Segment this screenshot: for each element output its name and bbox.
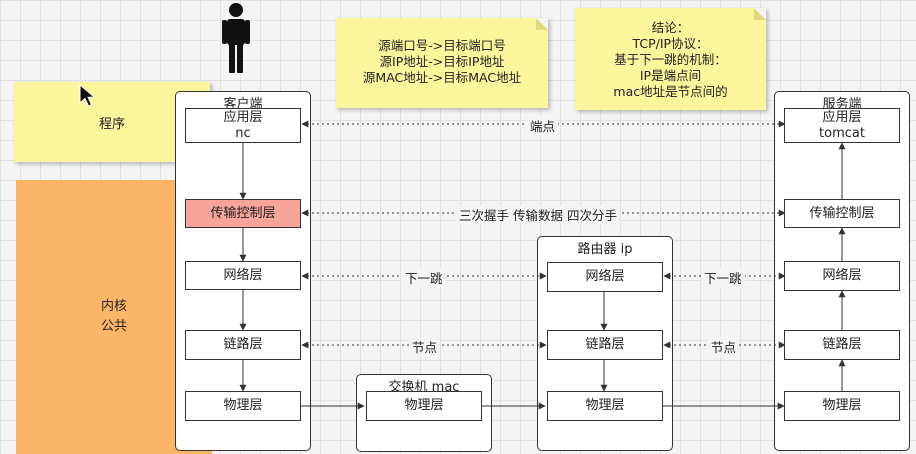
conclusion-line3: 基于下一跳的机制： bbox=[614, 52, 727, 67]
server-link-label: 链路层 bbox=[822, 337, 862, 352]
client-network-layer: 网络层 bbox=[185, 261, 301, 290]
conclusion-note: 结论： TCP/IP协议： 基于下一跳的机制： IP是端点间 mac地址是节点间… bbox=[575, 8, 766, 110]
client-link-label: 链路层 bbox=[223, 337, 263, 352]
router-link-label: 链路层 bbox=[585, 337, 625, 352]
client-application-label: 应用层 bbox=[223, 109, 263, 125]
next-hop-right-label: 下一跳 bbox=[701, 268, 745, 287]
node-right-label: 节点 bbox=[708, 337, 740, 356]
server-application-layer: 应用层 tomcat bbox=[784, 108, 900, 143]
router-physical-label: 物理层 bbox=[585, 398, 625, 413]
conclusion-line2: TCP/IP协议： bbox=[632, 36, 709, 51]
address-note: 源端口号->目标端口号 源IP地址->目标IP地址 源MAC地址->目标MAC地… bbox=[336, 18, 548, 108]
address-note-line1: 源端口号->目标端口号 bbox=[378, 38, 506, 53]
kernel-note-line1: 内核 bbox=[100, 299, 127, 314]
server-application-process: tomcat bbox=[819, 125, 865, 141]
conclusion-line4: IP是端点间 bbox=[639, 68, 702, 83]
conclusion-line1: 结论： bbox=[651, 20, 690, 35]
kernel-note-line2: 公共 bbox=[100, 319, 127, 334]
router-network-label: 网络层 bbox=[585, 269, 625, 284]
router-network-layer: 网络层 bbox=[547, 262, 663, 292]
server-link-layer: 链路层 bbox=[784, 330, 900, 360]
address-note-line2: 源IP地址->目标IP地址 bbox=[379, 54, 505, 69]
program-note-text: 程序 bbox=[98, 116, 125, 132]
node-left-label: 节点 bbox=[409, 337, 441, 356]
client-physical-label: 物理层 bbox=[223, 398, 263, 413]
server-network-layer: 网络层 bbox=[784, 261, 900, 291]
address-note-line3: 源MAC地址->目标MAC地址 bbox=[362, 70, 522, 85]
handshake-label: 三次握手 传输数据 四次分手 bbox=[456, 205, 620, 224]
router-title: 路由器 ip bbox=[577, 242, 633, 257]
person-icon bbox=[222, 3, 250, 73]
server-transport-label: 传输控制层 bbox=[809, 205, 875, 221]
server-application-label: 应用层 bbox=[822, 109, 862, 125]
server-transport-layer: 传输控制层 bbox=[784, 199, 900, 228]
client-transport-label: 传输控制层 bbox=[210, 205, 276, 221]
router-link-layer: 链路层 bbox=[547, 330, 663, 360]
conclusion-line5: mac地址是节点间的 bbox=[613, 84, 728, 99]
client-transport-layer: 传输控制层 bbox=[185, 199, 301, 228]
server-physical-layer: 物理层 bbox=[784, 391, 900, 421]
client-application-layer: 应用层 nc bbox=[185, 108, 301, 143]
endpoint-label: 端点 bbox=[527, 116, 559, 135]
switch-physical-layer: 物理层 bbox=[366, 391, 482, 421]
client-link-layer: 链路层 bbox=[185, 330, 301, 360]
client-physical-layer: 物理层 bbox=[185, 391, 301, 421]
client-application-process: nc bbox=[235, 125, 251, 141]
router-physical-layer: 物理层 bbox=[547, 391, 663, 421]
server-physical-label: 物理层 bbox=[822, 398, 862, 413]
client-network-label: 网络层 bbox=[223, 267, 263, 283]
server-network-label: 网络层 bbox=[822, 268, 862, 283]
mouse-cursor-icon bbox=[79, 84, 96, 107]
next-hop-left-label: 下一跳 bbox=[402, 268, 446, 287]
switch-physical-label: 物理层 bbox=[404, 398, 444, 413]
